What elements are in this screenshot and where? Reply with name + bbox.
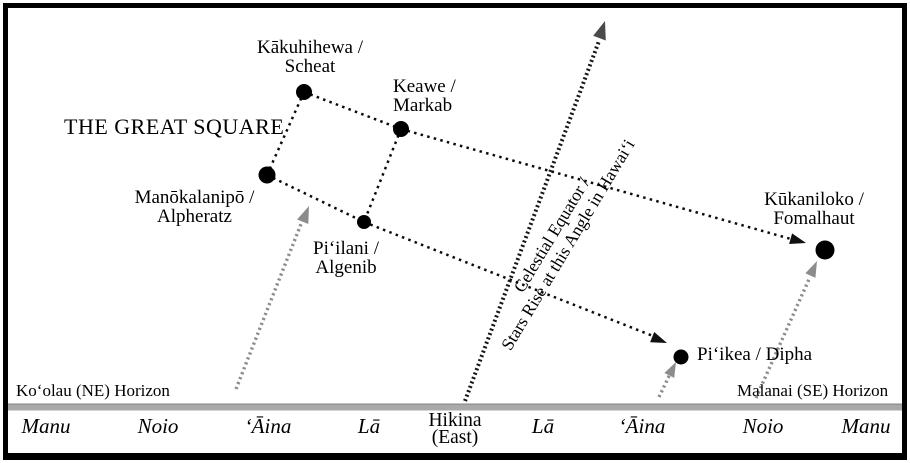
rise-arrow-fomalhaut [754, 276, 812, 399]
horizon-bar [8, 403, 902, 411]
star-label-fomalhaut: Kūkaniloko / Fomalhaut [733, 189, 895, 229]
horizon-bar-edge [8, 403, 902, 405]
compass-label-aina-left: ‘Āina [244, 414, 292, 438]
compass-label-la-right: Lā [531, 414, 555, 438]
rise-arrowhead-fomalhaut [805, 261, 817, 278]
star-piikea-dipha [673, 349, 689, 365]
star-label-alpheratz-line1: Manōkalanipō / [134, 187, 255, 208]
great-square-title: THE GREAT SQUARE [64, 114, 285, 139]
star-label-scheat: Kākuhihewa / Scheat [235, 37, 385, 77]
star-scheat [296, 84, 312, 100]
line-scheat-alpheratz [265, 91, 306, 176]
star-label-markab: Keawe / Markab [393, 76, 503, 116]
star-markab [393, 121, 409, 137]
star-label-fomalhaut-line1: Kūkaniloko / [764, 189, 864, 210]
star-label-alpheratz: Manōkalanipō / Alpheratz [112, 187, 277, 227]
rise-arrowhead-ne [297, 206, 309, 224]
compass-label-noio-left: Noio [137, 414, 179, 438]
compass-label-la-left: Lā [357, 414, 381, 438]
star-label-piikea-dipha: Pi‘ikea / Dipha [697, 344, 813, 365]
celestial-equator-line [463, 40, 601, 402]
rise-arrow-ne [234, 218, 305, 390]
pointer-algenib-piikea [363, 220, 654, 338]
horizon-label-northeast: Ko‘olau (NE) Horizon [16, 381, 170, 400]
compass-label-hikina-east: Hikina (East) [428, 410, 482, 448]
star-alpheratz [258, 166, 276, 184]
line-scheat-markab [303, 90, 402, 131]
star-label-algenib-line1: Pi‘ilani / [313, 238, 379, 259]
star-label-scheat-line1: Kākuhihewa / [256, 37, 364, 58]
compass-label-east: (East) [431, 427, 479, 448]
compass-label-manu-right: Manu [841, 414, 891, 438]
compass-label-manu-left: Manu [21, 414, 71, 438]
star-fomalhaut [815, 240, 835, 260]
star-label-algenib: Pi‘ilani / Algenib [296, 238, 396, 278]
line-markab-algenib [362, 128, 403, 223]
arrowhead-fomalhaut-pointer [789, 233, 806, 244]
horizon-label-southeast: Malanai (SE) Horizon [737, 381, 889, 400]
compass-label-aina-right: ‘Āina [618, 414, 666, 438]
celestial-equator-arrowhead [593, 21, 606, 41]
star-label-algenib-line2: Algenib [315, 256, 377, 278]
star-label-markab-line1: Keawe / [393, 76, 456, 97]
compass-label-hikina: Hikina [428, 410, 482, 431]
star-algenib [357, 215, 371, 229]
compass-label-noio-right: Noio [742, 414, 784, 438]
rise-arrow-piikea [657, 371, 673, 398]
star-label-markab-line2: Markab [393, 94, 453, 116]
line-alpheratz-algenib [266, 173, 365, 224]
star-label-alpheratz-line2: Alpheratz [157, 205, 232, 227]
arrowhead-piikea-pointer [650, 332, 667, 343]
star-label-fomalhaut-line2: Fomalhaut [773, 207, 855, 229]
rise-arrowhead-piikea [664, 362, 676, 378]
star-label-scheat-line2: Scheat [284, 55, 336, 77]
